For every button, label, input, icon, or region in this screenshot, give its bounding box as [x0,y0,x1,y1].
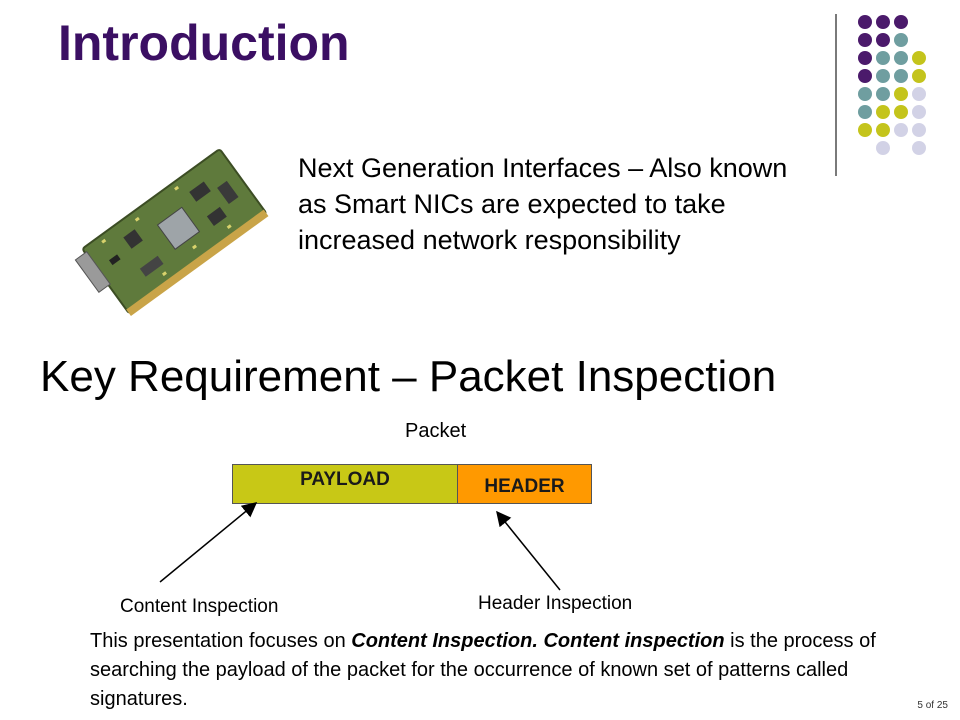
footnote-paragraph: This presentation focuses on Content Ins… [90,627,920,714]
footnote-part1: This presentation focuses on [90,630,352,652]
decorative-dot [876,69,890,83]
footnote-emphasis: Content Inspection. Content inspection [351,630,725,652]
packet-label: Packet [405,420,467,442]
decorative-dot [912,123,926,137]
decorative-dot [858,123,872,137]
decorative-dot [876,33,890,47]
decorative-dot [876,87,890,101]
intro-text: Next Generation Interfaces – Also known … [298,153,788,255]
decorative-dot [876,51,890,65]
decorative-dot [912,105,926,119]
content-inspection-arrow [159,502,258,583]
slide-number: 5 of 25 [917,700,948,711]
decorative-dot [894,105,908,119]
header-inspection-label: Header Inspection [478,593,633,614]
key-requirement-heading: Key Requirement – Packet Inspection [40,352,777,401]
decorative-dot [894,33,908,47]
decorative-dot-grid [858,15,926,155]
decorative-dot [894,69,908,83]
decorative-dot [912,87,926,101]
footnote-part2: is the process of searching the payload … [90,630,876,710]
decorative-dot [858,105,872,119]
decorative-dot [876,141,890,155]
decorative-dot [912,141,926,155]
decorative-dot [912,69,926,83]
decorative-dot [876,15,890,29]
decorative-dot [858,15,872,29]
decorative-dot [876,123,890,137]
packet-diagram: PAYLOAD HEADER [232,464,592,504]
slide-title: Introduction [58,15,350,71]
decorative-dot [894,123,908,137]
decorative-dot [876,105,890,119]
decorative-dot [858,51,872,65]
smart-nic-image [74,149,269,316]
header-inspection-arrow [496,510,561,591]
decorative-dot [894,51,908,65]
decorative-dot [858,69,872,83]
content-inspection-label: Content Inspection [120,596,279,617]
header-block: HEADER [458,465,591,503]
decorative-dot [912,51,926,65]
divider-line [835,14,837,176]
decorative-dot [894,87,908,101]
payload-block: PAYLOAD [233,465,458,503]
decorative-dot [894,15,908,29]
decorative-dot [858,87,872,101]
decorative-dot [858,33,872,47]
